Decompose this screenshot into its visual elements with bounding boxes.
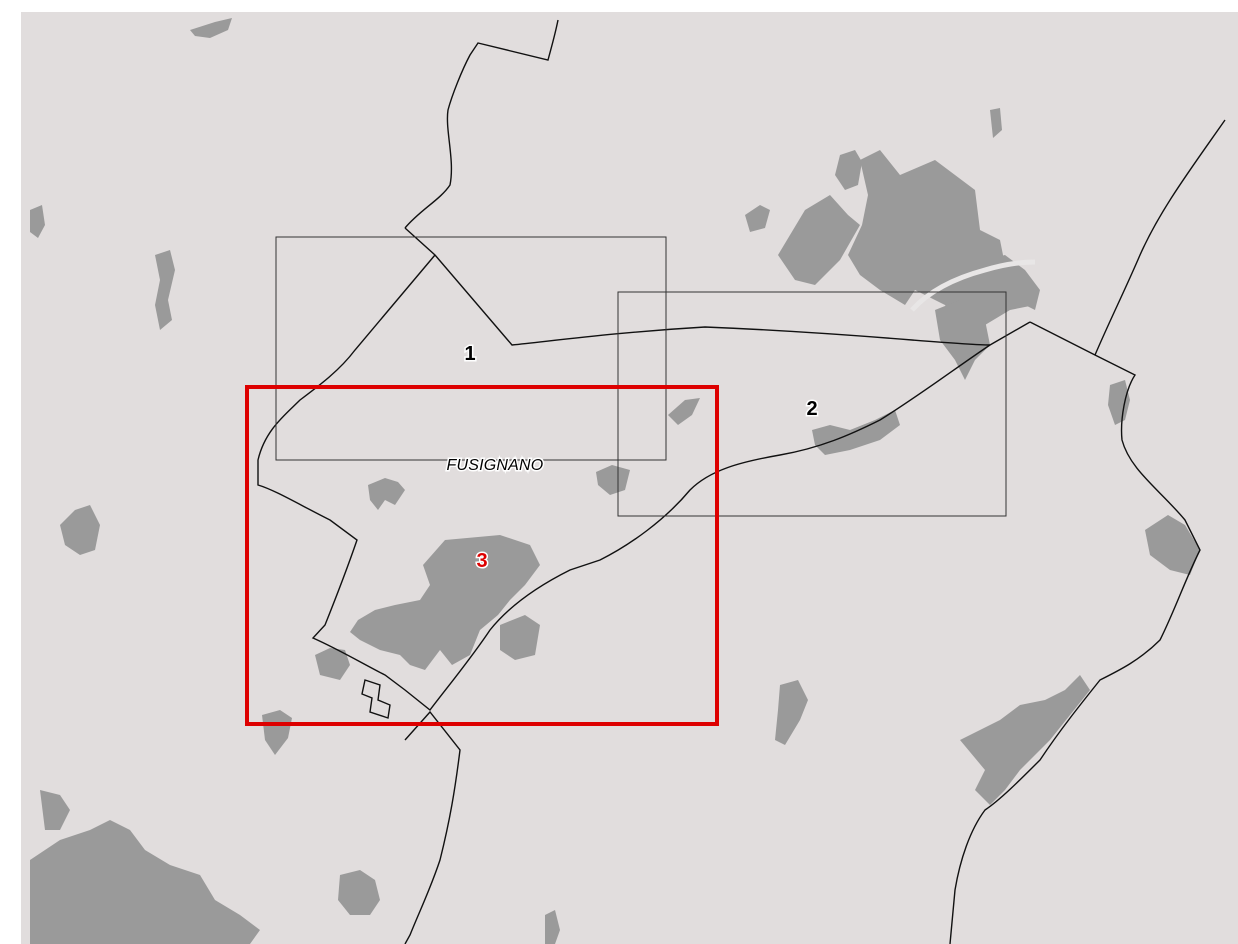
urban-area-west-1 — [30, 205, 45, 238]
boundary-east — [949, 321, 1201, 944]
urban-area-northwest — [190, 18, 232, 38]
urban-area-west-3 — [60, 505, 100, 555]
urban-areas — [30, 18, 1200, 944]
map-frames — [245, 236, 1007, 726]
boundary-south-jog — [361, 679, 391, 719]
boundary-north — [404, 19, 559, 229]
municipal-boundaries — [257, 19, 1226, 944]
urban-area-west-2 — [155, 250, 175, 330]
urban-area-fusignano-east — [596, 465, 630, 495]
frame-3-label: 3 — [476, 550, 487, 572]
frame-2[interactable] — [617, 291, 1007, 517]
urban-area-east-1 — [1145, 515, 1200, 575]
frame-1-label: 1 — [464, 343, 475, 365]
urban-area-main-town-east — [500, 615, 540, 660]
urban-area-southeast — [960, 675, 1090, 805]
urban-area-north-small-1 — [990, 108, 1002, 138]
urban-area-east-2 — [1108, 380, 1130, 425]
urban-area-main-town-south — [315, 648, 350, 680]
urban-area-south-small — [545, 910, 560, 944]
frame-2-label: 2 — [806, 398, 817, 420]
town-label-fusignano: FUSIGNANO — [447, 457, 544, 474]
river — [910, 259, 1036, 312]
urban-area-southwest-edge — [40, 790, 70, 830]
boundary-northeast — [1094, 119, 1226, 356]
urban-area-south-center — [338, 870, 380, 915]
urban-area-main-town — [350, 535, 540, 670]
boundary-south — [404, 710, 461, 944]
urban-area-southwest — [262, 710, 292, 755]
urban-area-river-south — [935, 300, 990, 380]
urban-area-northeast-strip — [835, 150, 862, 190]
urban-area-center-south — [775, 680, 808, 745]
urban-area-north-small-2 — [745, 205, 770, 232]
frame-3[interactable] — [245, 385, 719, 726]
urban-area-southwest-large — [30, 820, 260, 944]
urban-area-ribbon-2-small — [668, 398, 700, 425]
frame-1[interactable] — [275, 236, 667, 461]
urban-area-fusignano-north — [368, 478, 405, 510]
boundary-north-link — [404, 227, 991, 346]
land-area — [21, 12, 1238, 944]
boundary-fusignano — [257, 254, 1031, 711]
urban-area-northeast — [848, 150, 1035, 330]
urban-area-northeast-west — [778, 195, 860, 285]
